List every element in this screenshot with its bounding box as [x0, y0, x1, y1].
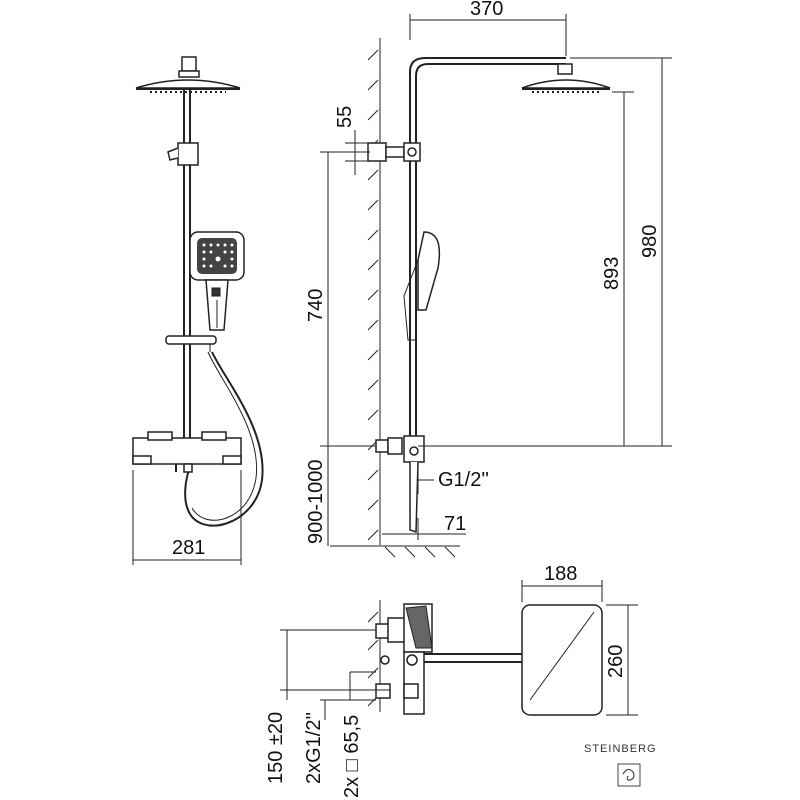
dim-55: 55	[334, 106, 356, 128]
brand-name: STEINBERG	[584, 743, 657, 755]
front-view: 281	[132, 56, 264, 565]
dim-980: 980	[639, 225, 661, 258]
dim-900-1000: 900-1000	[305, 459, 327, 544]
dim-188: 188	[544, 563, 577, 585]
dim-150: 150 ±20	[265, 712, 287, 784]
dim-893: 893	[601, 257, 623, 290]
dim-g-half: G1/2''	[438, 469, 489, 491]
hand-shower-icon	[189, 231, 245, 331]
dim-2xg: 2xG1/2''	[303, 712, 325, 784]
rain-shower-head-icon	[135, 56, 241, 93]
dim-260: 260	[605, 645, 627, 678]
dim-281: 281	[172, 537, 205, 559]
steinberg-logo-icon	[617, 763, 641, 787]
dim-2x65: 2x □ 65,5	[341, 715, 363, 798]
head-top-view: 188 260	[521, 563, 638, 716]
dim-740: 740	[305, 289, 327, 322]
dim-71: 71	[444, 513, 466, 535]
thermostat-mixer-icon	[132, 431, 242, 473]
mixer-side-view: 150 ±20 2xG1/2'' 2x □ 65,5	[265, 600, 569, 798]
dim-370: 370	[470, 0, 503, 20]
side-view: 370 55 893 980 740 900-1000 G1/2'' 71	[305, 0, 672, 558]
brand-block: STEINBERG	[584, 743, 657, 787]
